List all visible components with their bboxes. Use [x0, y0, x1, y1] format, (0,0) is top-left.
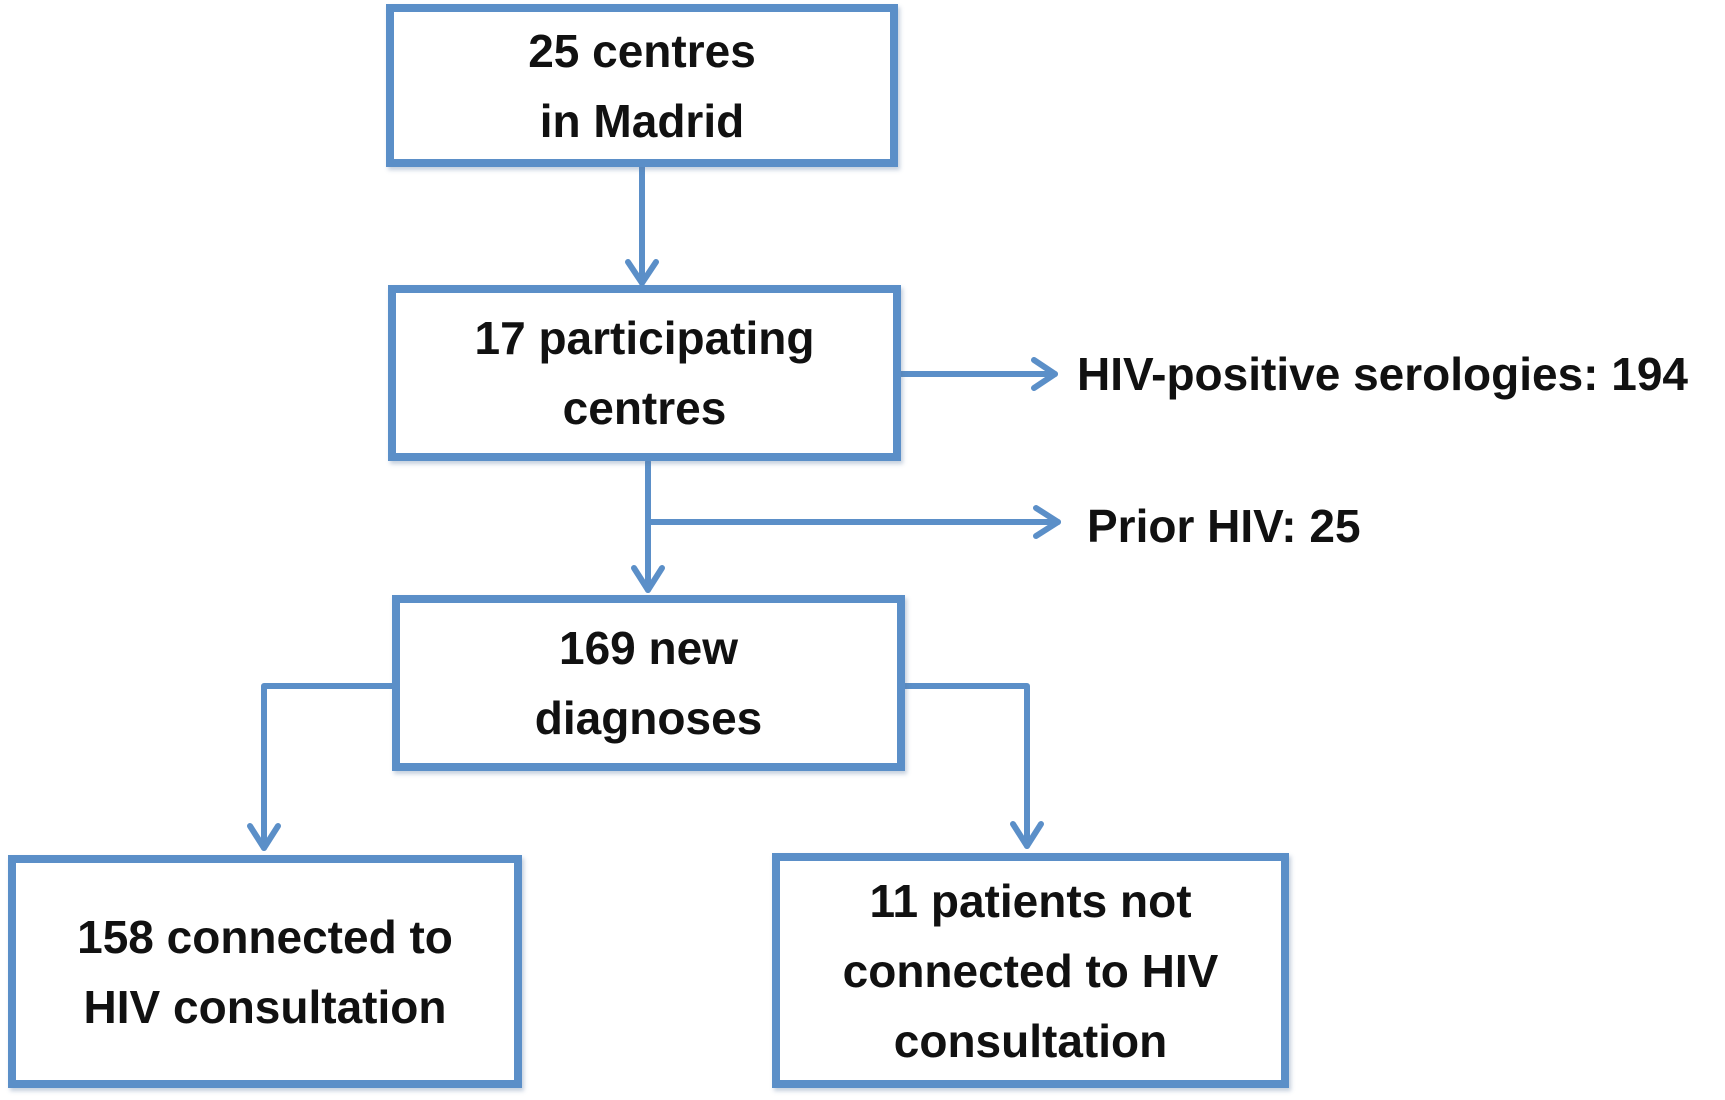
connector-diagnoses-to-not-connected — [899, 683, 1030, 849]
node-line: HIV consultation — [83, 980, 447, 1033]
connector-diagnoses-to-connected — [261, 683, 395, 851]
node-line: 158 connected to — [77, 910, 453, 963]
node-line: connected to HIV — [842, 944, 1219, 997]
arrowhead-connected — [247, 823, 281, 851]
node-participating-centres-label: 17 participating centres — [475, 303, 815, 443]
node-line: 25 centres — [528, 24, 756, 77]
prior-hiv-label: Prior HIV: 25 — [1087, 500, 1361, 552]
arrowhead-prior-hiv — [1033, 505, 1061, 539]
node-participating-centres: 17 participating centres — [388, 285, 901, 461]
node-new-diagnoses: 169 new diagnoses — [392, 595, 905, 771]
node-line: consultation — [893, 1014, 1168, 1067]
arrowhead-diagnoses — [631, 565, 665, 593]
arrowhead-hiv-positive — [1031, 357, 1058, 391]
node-connected-label: 158 connected to HIV consultation — [77, 902, 453, 1042]
node-line: 17 participating — [474, 312, 815, 364]
node-line: 169 new — [558, 622, 738, 674]
node-new-diagnoses-label: 169 new diagnoses — [535, 613, 763, 753]
node-not-connected-label: 11 patients not connected to HIV consult… — [843, 866, 1219, 1076]
node-line: diagnoses — [534, 692, 763, 744]
node-not-connected: 11 patients not connected to HIV consult… — [772, 853, 1289, 1088]
hiv-positive-label: HIV-positive serologies: 194 — [1077, 348, 1689, 400]
node-centres-madrid: 25 centres in Madrid — [386, 4, 898, 167]
arrowhead-not-connected — [1010, 821, 1044, 849]
node-connected: 158 connected to HIV consultation — [8, 855, 522, 1088]
node-line: centres — [562, 382, 727, 434]
node-line: in Madrid — [539, 94, 745, 147]
node-centres-madrid-label: 25 centres in Madrid — [528, 16, 756, 156]
arrowhead-participating — [625, 259, 659, 286]
node-line: 11 patients not — [869, 874, 1192, 927]
